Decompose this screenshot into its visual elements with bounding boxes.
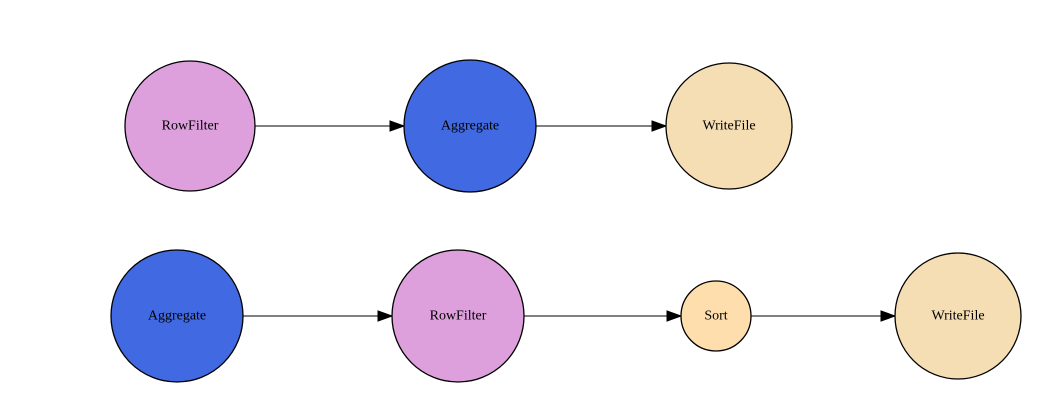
node-label: WriteFile [931,309,984,324]
arrowhead-r2-sort [666,310,683,322]
node-label: Aggregate [148,309,206,324]
node-label: RowFilter [162,119,219,134]
node-circle [894,252,1022,380]
node-r2-sort[interactable]: Sort [680,280,752,352]
arrowhead-r1-writefile [651,120,668,132]
arrowhead-r2-rowfilter [377,310,394,322]
node-circle [403,59,537,193]
node-r1-writefile[interactable]: WriteFile [665,62,793,190]
node-label: Aggregate [441,119,499,134]
node-circle [124,60,256,192]
node-label: RowFilter [430,309,487,324]
node-label: WriteFile [702,119,755,134]
arrowhead-r1-aggregate [389,120,406,132]
node-circle [680,280,752,352]
arrowhead-r2-writefile [880,310,897,322]
node-r1-aggregate[interactable]: Aggregate [403,59,537,193]
node-circle [110,249,244,383]
node-r2-rowfilter[interactable]: RowFilter [391,249,525,383]
node-r2-writefile[interactable]: WriteFile [894,252,1022,380]
node-r1-rowfilter[interactable]: RowFilter [124,60,256,192]
node-label: Sort [704,309,727,324]
edges-layer [243,120,897,322]
node-r2-aggregate[interactable]: Aggregate [110,249,244,383]
node-circle [391,249,525,383]
node-circle [665,62,793,190]
